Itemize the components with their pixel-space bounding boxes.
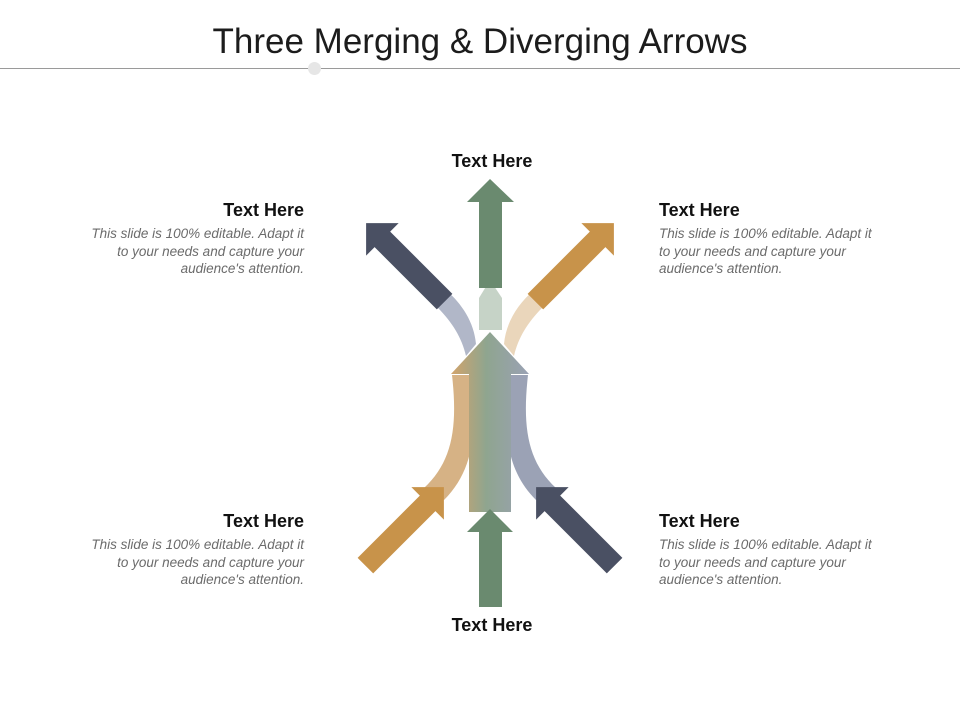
top-green-arrow	[467, 179, 514, 288]
lower-left-orange-arrow	[357, 487, 444, 574]
bottom-label: Text Here	[451, 615, 533, 635]
block-heading: Text Here	[659, 511, 740, 531]
upper-right-curve-band	[504, 290, 542, 356]
block-body: This slide is 100% editable. Adapt it to…	[91, 537, 304, 587]
block-body: This slide is 100% editable. Adapt it to…	[91, 226, 304, 276]
lower-left-curve-band	[424, 375, 474, 500]
block-heading: Text Here	[223, 200, 304, 220]
text-block-top-right: Text Here This slide is 100% editable. A…	[659, 200, 879, 278]
title-divider	[0, 68, 960, 69]
block-heading: Text Here	[659, 200, 740, 220]
slide-title: Three Merging & Diverging Arrows	[212, 22, 748, 61]
upper-left-curve-band	[438, 290, 476, 356]
upper-right-orange-arrow	[527, 223, 614, 310]
central-merged-arrow	[451, 332, 529, 512]
lower-right-curve-band	[506, 375, 556, 500]
lower-right-navy-arrow	[536, 487, 623, 574]
top-center-chevron	[479, 280, 502, 330]
top-label: Text Here	[451, 151, 533, 171]
block-body: This slide is 100% editable. Adapt it to…	[659, 226, 872, 276]
divider-dot	[308, 62, 321, 75]
block-body: This slide is 100% editable. Adapt it to…	[659, 537, 872, 587]
text-block-top-left: Text Here This slide is 100% editable. A…	[84, 200, 304, 278]
text-block-bottom-right: Text Here This slide is 100% editable. A…	[659, 511, 879, 589]
bottom-green-arrow	[467, 509, 513, 607]
upper-left-navy-arrow	[366, 223, 453, 310]
block-heading: Text Here	[223, 511, 304, 531]
text-block-bottom-left: Text Here This slide is 100% editable. A…	[84, 511, 304, 589]
